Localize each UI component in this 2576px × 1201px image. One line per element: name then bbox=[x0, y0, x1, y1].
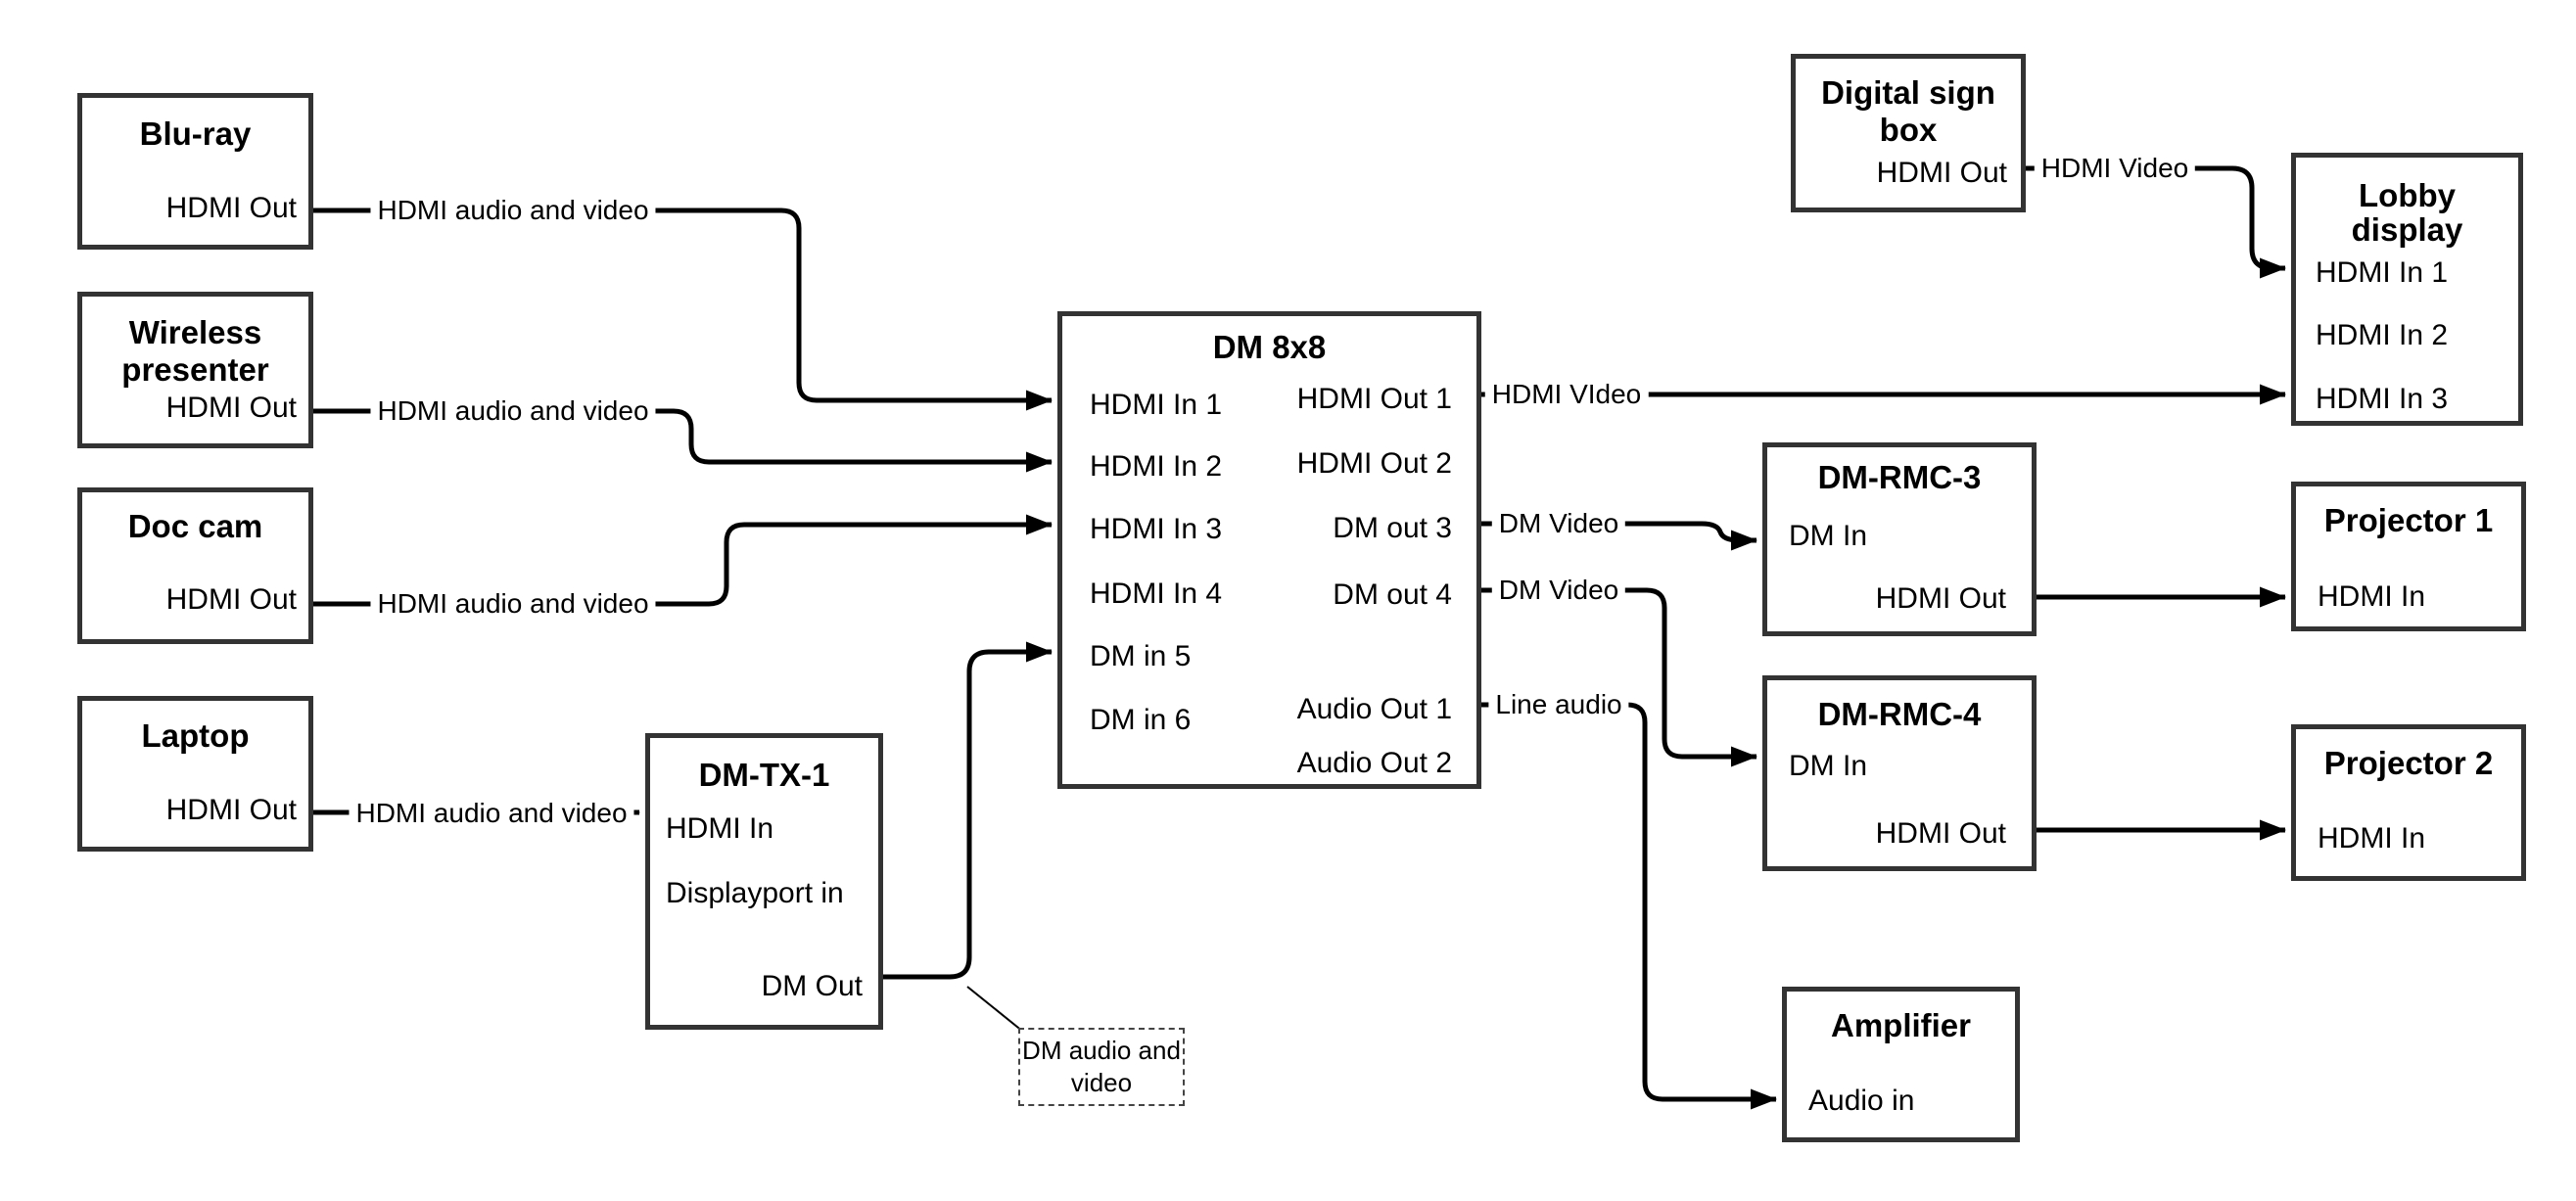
port-dm-in: DM In bbox=[1789, 520, 1868, 552]
node-lobby-display: Lobby display HDMI In 1 HDMI In 2 HDMI I… bbox=[2291, 153, 2523, 426]
port-hdmi-in-1: HDMI In 1 bbox=[2316, 256, 2449, 289]
edge-label-digital-sign: HDMI Video bbox=[2034, 153, 2196, 184]
node-title: DM-TX-1 bbox=[698, 757, 830, 793]
port-hdmi-out-2: HDMI Out 2 bbox=[1296, 447, 1452, 480]
edge-label-bluray: HDMI audio and video bbox=[370, 195, 656, 226]
node-dm-tx-1: DM-TX-1 HDMI In Displayport in DM Out bbox=[645, 733, 883, 1030]
port-hdmi-out: HDMI Out bbox=[165, 392, 297, 424]
port-dm-in-6: DM in 6 bbox=[1090, 704, 1192, 736]
node-dm-8x8: DM 8x8 HDMI In 1 HDMI In 2 HDMI In 3 HDM… bbox=[1057, 311, 1481, 789]
node-dm-rmc-4: DM-RMC-4 DM In HDMI Out bbox=[1762, 675, 2037, 871]
edge-dm8x8-to-dmrmc4-line bbox=[1481, 587, 1758, 767]
port-audio-out-2: Audio Out 2 bbox=[1296, 747, 1452, 779]
edge-label-laptop: HDMI audio and video bbox=[349, 798, 634, 829]
callout-dm-audio-video: DM audio and video bbox=[1018, 1028, 1185, 1106]
node-projector-1: Projector 1 HDMI In bbox=[2291, 482, 2526, 631]
node-doc-cam: Doc cam HDMI Out bbox=[77, 487, 313, 644]
node-projector-2: Projector 2 HDMI In bbox=[2291, 724, 2526, 881]
edge-wireless-to-dm8x8-line bbox=[313, 408, 1054, 473]
port-audio-in: Audio in bbox=[1808, 1085, 1915, 1117]
port-dm-out: DM Out bbox=[761, 970, 863, 1002]
node-title: DM-RMC-4 bbox=[1817, 696, 1982, 732]
node-title: Projector 1 bbox=[2323, 502, 2494, 538]
edge-bluray-to-dm8x8-line bbox=[313, 208, 1054, 411]
port-hdmi-in-1: HDMI In 1 bbox=[1090, 389, 1223, 421]
node-title: DM 8x8 bbox=[1212, 329, 1327, 365]
port-dm-in-5: DM in 5 bbox=[1090, 640, 1192, 672]
port-hdmi-in-2: HDMI In 2 bbox=[2316, 319, 2449, 351]
title-line-1: Digital sign bbox=[1821, 74, 1995, 111]
port-dm-out-4: DM out 4 bbox=[1333, 578, 1452, 611]
edge-label-dm-out-3: DM Video bbox=[1491, 508, 1626, 539]
port-hdmi-in: HDMI In bbox=[2318, 580, 2426, 613]
callout-line-2: video bbox=[1070, 1068, 1133, 1097]
node-amplifier: Amplifier Audio in bbox=[1782, 987, 2020, 1142]
edge-dmtx1-to-dm8x8-line bbox=[883, 641, 1054, 980]
port-hdmi-out: HDMI Out bbox=[165, 794, 297, 826]
node-title: DM-RMC-3 bbox=[1817, 459, 1982, 495]
edge-dm8x8-to-dmrmc3-line bbox=[1481, 521, 1758, 551]
node-wireless-presenter: Wireless presenter HDMI Out bbox=[77, 292, 313, 448]
port-displayport-in: Displayport in bbox=[666, 877, 844, 909]
node-title: Doc cam bbox=[127, 508, 263, 544]
edge-digitalsign-to-lobby-line bbox=[2026, 165, 2287, 279]
title-line-1: Wireless bbox=[128, 314, 262, 350]
node-laptop: Laptop HDMI Out bbox=[77, 696, 313, 852]
node-title: Blu-ray bbox=[139, 115, 252, 152]
edge-label-audio-out-1: Line audio bbox=[1488, 689, 1629, 720]
node-title: Laptop bbox=[141, 717, 250, 754]
edge-doccam-to-dm8x8-line bbox=[313, 514, 1054, 607]
port-hdmi-in-3: HDMI In 3 bbox=[2316, 383, 2449, 415]
port-hdmi-out: HDMI Out bbox=[1876, 157, 2007, 189]
port-hdmi-out: HDMI Out bbox=[165, 192, 297, 224]
edge-label-doccam: HDMI audio and video bbox=[370, 588, 656, 620]
port-hdmi-in-4: HDMI In 4 bbox=[1090, 577, 1223, 610]
node-title: Projector 2 bbox=[2323, 745, 2494, 781]
port-hdmi-out: HDMI Out bbox=[1875, 817, 2006, 850]
title-line-2: display bbox=[2351, 211, 2463, 248]
edge-dm8x8-to-amplifier-line bbox=[1481, 702, 1778, 1110]
node-blu-ray: Blu-ray HDMI Out bbox=[77, 93, 313, 250]
port-hdmi-in-2: HDMI In 2 bbox=[1090, 450, 1223, 483]
port-hdmi-out: HDMI Out bbox=[165, 583, 297, 616]
node-title: Amplifier bbox=[1830, 1007, 1972, 1043]
title-line-2: presenter bbox=[121, 351, 269, 388]
node-title: Lobby display bbox=[2296, 178, 2518, 247]
node-digital-sign-box: Digital sign box HDMI Out bbox=[1791, 54, 2026, 212]
port-dm-in: DM In bbox=[1789, 750, 1868, 782]
port-dm-out-3: DM out 3 bbox=[1333, 512, 1452, 544]
node-title: Digital sign box bbox=[1796, 74, 2021, 149]
port-hdmi-out-1: HDMI Out 1 bbox=[1296, 383, 1452, 415]
callout-leader-line bbox=[966, 986, 1029, 1037]
node-dm-rmc-3: DM-RMC-3 DM In HDMI Out bbox=[1762, 442, 2037, 636]
node-title: Wireless presenter bbox=[82, 314, 308, 389]
port-hdmi-in-3: HDMI In 3 bbox=[1090, 513, 1223, 545]
port-hdmi-out: HDMI Out bbox=[1875, 582, 2006, 615]
port-audio-out-1: Audio Out 1 bbox=[1296, 693, 1452, 725]
edge-label-hdmi-out-1: HDMI VIdeo bbox=[1484, 379, 1649, 410]
port-hdmi-in: HDMI In bbox=[2318, 822, 2426, 855]
port-hdmi-in: HDMI In bbox=[666, 812, 774, 845]
title-line-1: Lobby bbox=[2359, 177, 2456, 213]
title-line-2: box bbox=[1879, 112, 1938, 148]
edge-label-wireless: HDMI audio and video bbox=[370, 395, 656, 427]
callout-line-1: DM audio and bbox=[1022, 1036, 1181, 1065]
edge-label-dm-out-4: DM Video bbox=[1491, 575, 1626, 606]
